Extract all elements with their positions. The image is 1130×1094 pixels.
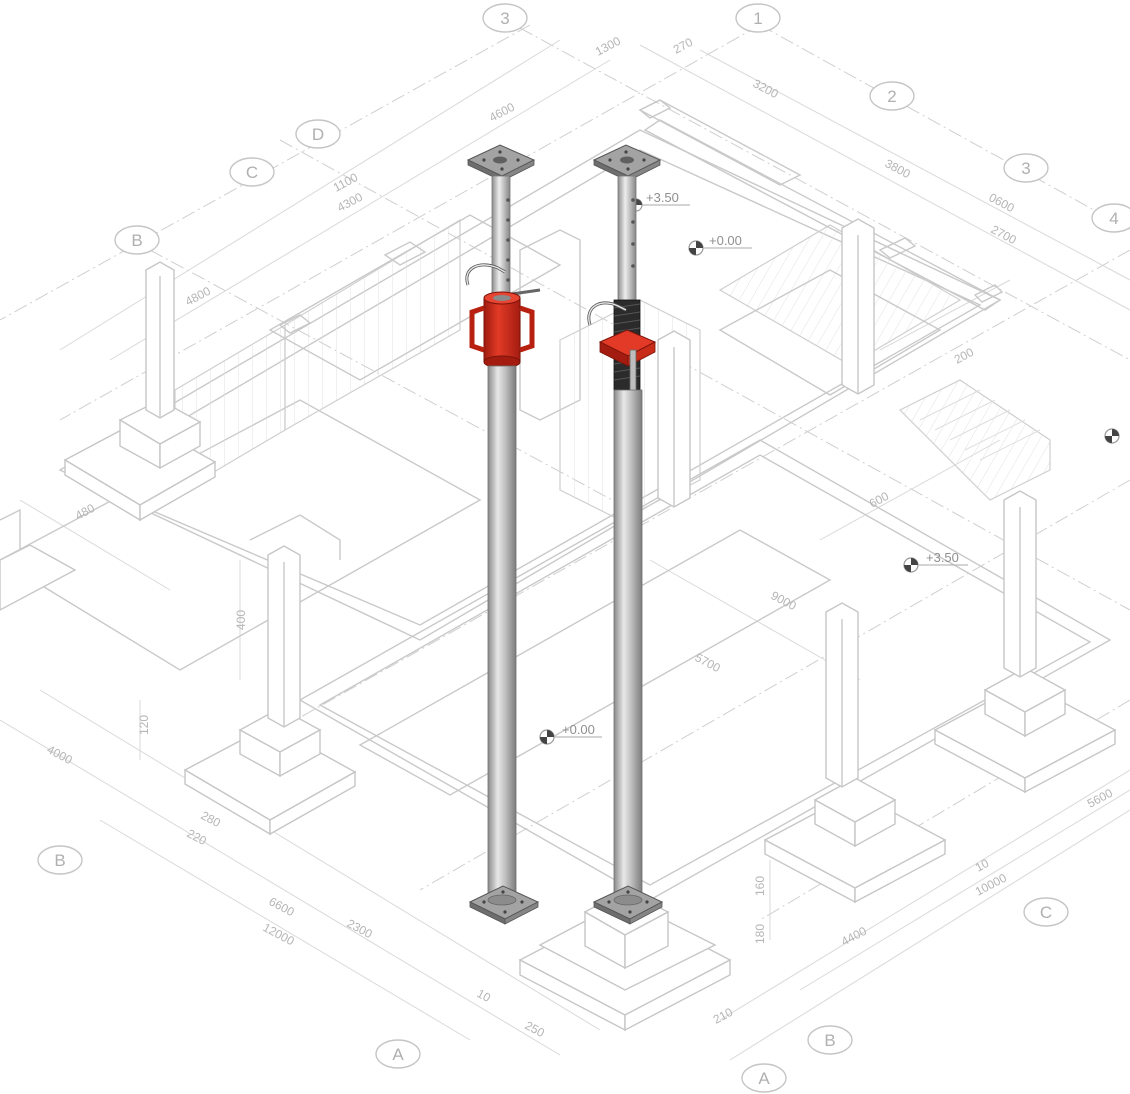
- svg-text:10: 10: [475, 986, 494, 1005]
- footing-right-far: [933, 490, 1117, 794]
- svg-text:4800: 4800: [183, 284, 213, 309]
- svg-text:+3.50: +3.50: [926, 550, 959, 565]
- svg-text:C: C: [246, 163, 258, 182]
- footing-left-top: [63, 261, 217, 522]
- grid-bubble-2-right: 2: [869, 81, 915, 111]
- svg-text:+3.50: +3.50: [646, 190, 679, 205]
- screw-jack-steel-prop-icon: [587, 144, 664, 925]
- svg-text:160: 160: [753, 876, 767, 896]
- svg-text:1: 1: [753, 9, 762, 28]
- grid-bubble-B-bottom: B: [807, 1025, 853, 1055]
- svg-text:250: 250: [523, 1018, 548, 1040]
- grid-bubbles: 3 1 2 3 4 D C B: [37, 3, 1130, 1093]
- grid-bubble-D-left: D: [295, 119, 341, 149]
- grid-bubble-B-left: B: [114, 225, 160, 255]
- axis-lines: [0, 24, 1130, 921]
- svg-text:1300: 1300: [593, 34, 623, 59]
- svg-text:270: 270: [671, 35, 696, 57]
- dimension-lines: [0, 39, 1130, 1061]
- svg-text:B: B: [824, 1031, 835, 1050]
- svg-text:120: 120: [137, 715, 151, 735]
- svg-text:280: 280: [199, 808, 224, 830]
- svg-text:4600: 4600: [487, 100, 517, 125]
- grid-bubble-1-top: 1: [735, 3, 781, 33]
- grid-bubble-A-bottom: A: [375, 1039, 421, 1069]
- svg-text:4400: 4400: [839, 924, 869, 949]
- level-marker-edge: [1104, 428, 1120, 444]
- grid-bubble-A-bottom-right: A: [741, 1063, 787, 1093]
- svg-text:10: 10: [973, 856, 992, 875]
- grid-bubble-C-left: C: [229, 157, 275, 187]
- footing-bottom-center: [518, 889, 732, 1032]
- grid-bubble-4-right: 4: [1091, 203, 1130, 233]
- svg-text:3: 3: [500, 9, 509, 28]
- svg-text:5700: 5700: [693, 650, 723, 675]
- grid-bubble-3-right: 3: [1003, 153, 1049, 183]
- svg-text:2300: 2300: [345, 916, 375, 941]
- svg-text:2: 2: [887, 87, 896, 106]
- svg-text:D: D: [312, 125, 324, 144]
- svg-text:6600: 6600: [267, 894, 297, 919]
- footing-right-mid: [763, 602, 947, 904]
- svg-text:3800: 3800: [883, 156, 913, 181]
- svg-text:A: A: [758, 1069, 770, 1088]
- footing-left-edge: [0, 508, 77, 611]
- svg-text:3200: 3200: [751, 76, 781, 101]
- svg-text:C: C: [1040, 903, 1052, 922]
- upper-beams: [278, 99, 1004, 334]
- floor-slab-outline: [0, 129, 1112, 901]
- grid-bubble-C-right: C: [1023, 897, 1069, 927]
- level-marker-mid: +0.00: [688, 233, 752, 256]
- svg-text:B: B: [131, 231, 142, 250]
- svg-text:5600: 5600: [1085, 786, 1115, 811]
- svg-text:2700: 2700: [989, 222, 1019, 247]
- svg-text:12000: 12000: [261, 920, 297, 948]
- svg-text:A: A: [392, 1045, 404, 1064]
- svg-text:4: 4: [1109, 209, 1118, 228]
- svg-text:9000: 9000: [769, 588, 799, 613]
- svg-text:+0.00: +0.00: [709, 233, 742, 248]
- svg-text:600: 600: [867, 489, 892, 511]
- footing-left-mid: [183, 514, 357, 836]
- stair-section: [718, 224, 1051, 501]
- level-marker-floor: +0.00: [539, 722, 602, 745]
- svg-text:4000: 4000: [45, 742, 75, 767]
- level-marker-right: +3.50: [903, 550, 968, 573]
- svg-text:B: B: [54, 851, 65, 870]
- svg-text:220: 220: [185, 826, 210, 848]
- telescopic-steel-prop-icon: [465, 144, 541, 925]
- level-marker-top: +3.50: [629, 190, 690, 212]
- svg-text:210: 210: [711, 1005, 736, 1027]
- grid-bubble-B-low: B: [37, 845, 83, 875]
- svg-text:+0.00: +0.00: [562, 722, 595, 737]
- grid-bubble-3-top: 3: [482, 3, 528, 33]
- svg-text:3: 3: [1021, 159, 1030, 178]
- svg-text:180: 180: [753, 924, 767, 944]
- svg-text:400: 400: [234, 610, 248, 630]
- column-upper-right: [657, 218, 875, 508]
